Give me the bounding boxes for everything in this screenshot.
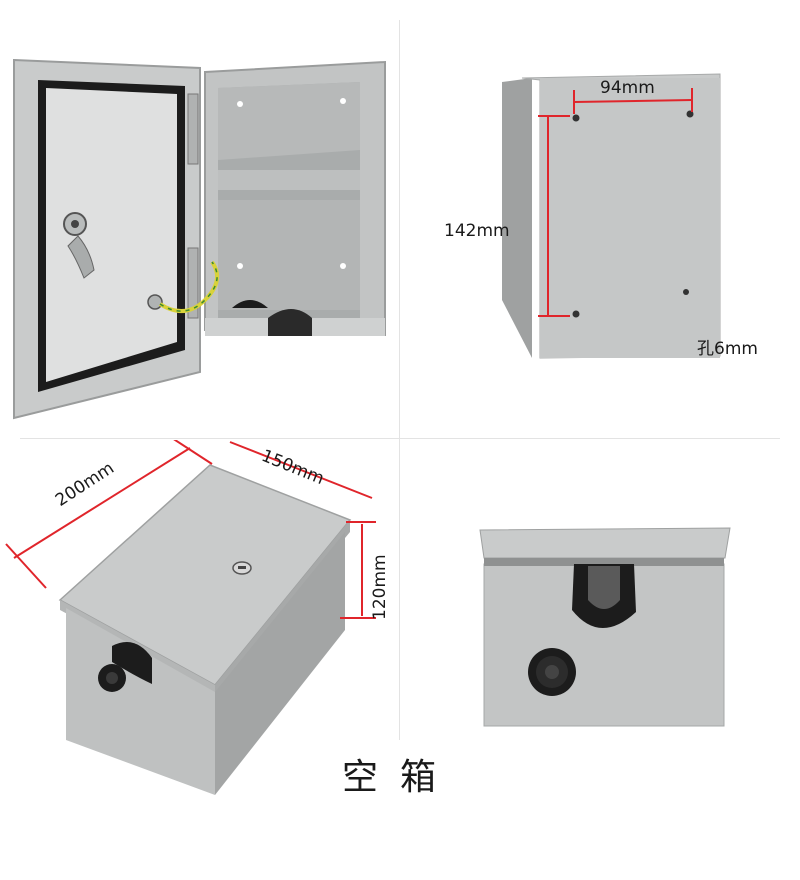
width-94mm-label: 94mm: [600, 78, 655, 98]
height-142mm-label: 142mm: [444, 221, 510, 241]
side-view-photo: [400, 440, 800, 880]
vertical-divider: [399, 20, 400, 740]
closed-enclosure-photo: [0, 440, 400, 880]
height-120mm-label: 120mm: [370, 554, 390, 620]
back-view-photo: [400, 0, 800, 440]
open-enclosure-photo: [0, 0, 400, 440]
horizontal-divider: [20, 438, 780, 439]
hole-6mm-label: 孔6mm: [697, 339, 758, 359]
empty-box-caption: 空箱: [341, 757, 458, 798]
